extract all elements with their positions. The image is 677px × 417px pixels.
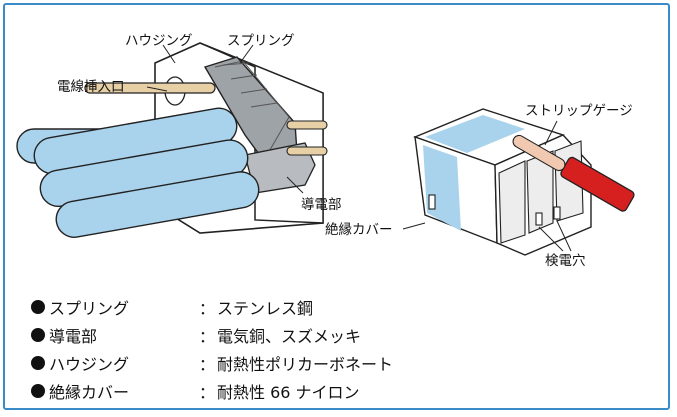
left-connector <box>16 42 328 238</box>
spec-row-housing: ハウジング ： 耐熱性ポリカーボネート <box>31 349 393 377</box>
spec-term: 絶縁カバー <box>49 383 130 402</box>
right-connector <box>402 108 635 256</box>
bullet-icon <box>31 328 45 342</box>
label-insulation-cover: 絶縁カバー <box>325 222 393 238</box>
material-spec-list: スプリング ： ステンレス鋼 導電部 ： 電気銅、スズメッキ ハウジング ： 耐… <box>31 293 393 405</box>
test-hole-icon <box>535 212 543 226</box>
spec-row-conductor: 導電部 ： 電気銅、スズメッキ <box>31 321 393 349</box>
bullet-icon <box>31 356 45 370</box>
spec-value: ステンレス鋼 <box>217 299 314 318</box>
label-conductor: 導電部 <box>301 197 342 213</box>
spec-colon: ： <box>199 299 216 318</box>
spec-value: 耐熱性 66 ナイロン <box>217 383 360 402</box>
bullet-icon <box>31 300 45 314</box>
figure-frame: ハウジング スプリング 電線挿入口 導電部 <box>3 3 670 410</box>
strip-gauge-wire <box>512 134 566 172</box>
label-spring: スプリング <box>227 33 295 49</box>
spec-term: ハウジング <box>49 355 130 374</box>
spec-colon: ： <box>199 355 216 374</box>
label-test-hole: 検電穴 <box>545 253 586 269</box>
spec-colon: ： <box>199 327 216 346</box>
test-hole-icon <box>553 206 561 220</box>
connector-diagram: ハウジング スプリング 電線挿入口 導電部 <box>16 33 635 269</box>
spec-term: スプリング <box>49 299 130 318</box>
label-strip-gauge: ストリップゲージ <box>525 103 633 119</box>
bullet-icon <box>31 384 45 398</box>
spec-value: 電気銅、スズメッキ <box>217 327 362 346</box>
wire-3 <box>55 171 260 238</box>
label-wire-inlet: 電線挿入口 <box>57 79 125 95</box>
spec-term: 導電部 <box>49 327 98 346</box>
spec-row-insulation-cover: 絶縁カバー ： 耐熱性 66 ナイロン <box>31 377 393 405</box>
spec-colon: ： <box>199 383 216 402</box>
spec-value: 耐熱性ポリカーボネート <box>217 355 394 374</box>
spec-row-spring: スプリング ： ステンレス鋼 <box>31 293 393 321</box>
label-housing: ハウジング <box>125 33 193 49</box>
